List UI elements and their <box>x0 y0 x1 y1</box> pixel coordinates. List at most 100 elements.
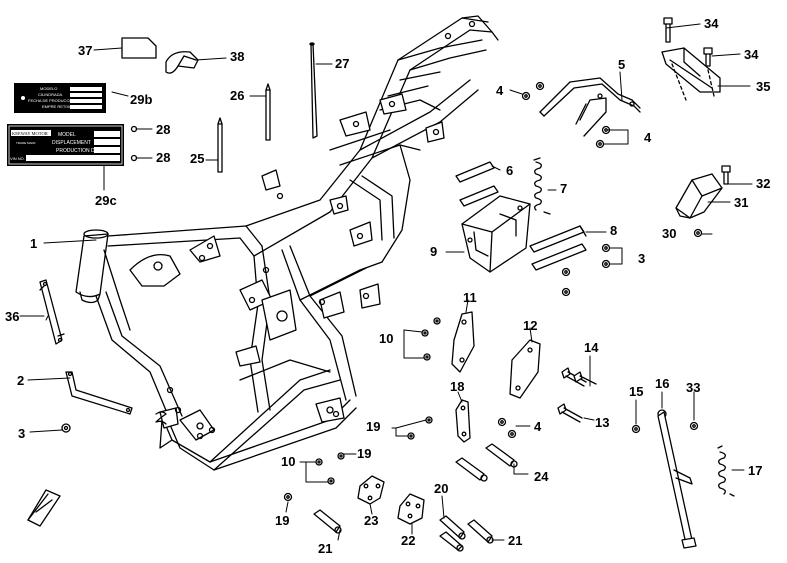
part-26-pin <box>265 83 271 141</box>
triangle-bracket <box>27 489 61 527</box>
plate-29b-line-2: FECHA DE PRODUCCION <box>28 98 77 103</box>
part-13-bolt <box>557 403 583 423</box>
plate-29c-line-0: MODEL <box>58 132 76 138</box>
part-6-pads <box>455 161 499 207</box>
label-16: 16 <box>655 376 670 391</box>
part-32-screw <box>721 165 731 185</box>
part-30-nut <box>693 228 703 238</box>
part-21-bolt-left <box>313 509 342 534</box>
label-24: 24 <box>534 469 549 484</box>
part-4-nuts-top <box>521 81 545 101</box>
label-4-mid: 4 <box>644 130 652 145</box>
part-17-spring <box>717 445 735 497</box>
part-5-rack <box>539 77 641 137</box>
plate-29c-line-1: DISPLACEMENT <box>52 140 91 146</box>
part-21-bolt-right <box>467 519 494 544</box>
label-22: 22 <box>401 533 416 548</box>
label-3-left: 3 <box>18 426 26 441</box>
part-10-washers-upper <box>421 317 441 361</box>
label-28-b: 28 <box>156 150 171 165</box>
label-6: 6 <box>506 163 514 178</box>
plate-29c-brand: KEEWAY MOTOR <box>12 131 48 136</box>
label-37: 37 <box>78 43 93 58</box>
label-4-top: 4 <box>496 83 504 98</box>
label-7: 7 <box>560 181 568 196</box>
label-35: 35 <box>756 79 771 94</box>
label-33: 33 <box>686 380 701 395</box>
part-33-nut <box>689 421 699 431</box>
part-9-battery-box <box>461 195 531 273</box>
part-35-plate <box>661 47 721 93</box>
label-30: 30 <box>662 226 677 241</box>
label-36: 36 <box>5 309 20 324</box>
label-31: 31 <box>734 195 749 210</box>
part-37-tag <box>121 37 157 59</box>
label-14: 14 <box>584 340 599 355</box>
part-16-kickstand <box>657 409 697 549</box>
part-2-bracket <box>65 371 133 415</box>
label-34-top: 34 <box>704 16 719 31</box>
part-15-nut <box>631 424 641 434</box>
part-20-bolts <box>439 515 466 552</box>
part-7-spring <box>533 157 551 215</box>
plate-29c-small-0: TRADE MARK <box>16 141 36 145</box>
plate-29b-line-1: CILINDRADA <box>38 92 63 97</box>
label-21-left: 21 <box>318 541 333 556</box>
part-19-washers <box>407 416 433 440</box>
label-19-a: 19 <box>366 419 381 434</box>
label-32: 32 <box>756 176 771 191</box>
part-19-washer-mid <box>337 452 345 460</box>
label-10-lower: 10 <box>281 454 296 469</box>
label-28-a: 28 <box>156 122 171 137</box>
label-11: 11 <box>463 290 477 305</box>
label-25: 25 <box>190 151 205 166</box>
part-12-plate <box>509 339 541 399</box>
part-28-rivets <box>130 125 138 162</box>
part-18-plate <box>455 399 471 443</box>
part-36-bracket <box>39 279 65 345</box>
part-3-nut-left <box>61 423 71 433</box>
label-17: 17 <box>748 463 763 478</box>
label-19-c: 19 <box>275 513 290 528</box>
part-38-cap <box>165 51 199 74</box>
part-25-pin <box>217 117 223 173</box>
label-18: 18 <box>450 379 465 394</box>
part-23-plate <box>357 475 385 505</box>
label-34-low: 34 <box>744 47 759 62</box>
part-24-bolts <box>455 443 518 482</box>
part-34-bolts <box>663 17 713 67</box>
label-3-right: 3 <box>638 251 646 266</box>
label-26: 26 <box>230 88 245 103</box>
part-31-holder <box>675 173 723 219</box>
label-29b: 29b <box>130 92 153 107</box>
plate-29c-line-2: PRODUCTION D.T. <box>56 148 100 154</box>
part-14-bolts <box>561 367 597 387</box>
label-13: 13 <box>595 415 610 430</box>
part-10-washers-lower <box>315 458 335 485</box>
plate-29c-small-1: VIN NO. <box>10 156 25 161</box>
label-27: 27 <box>335 56 350 71</box>
label-19-b: 19 <box>357 446 372 461</box>
label-2: 2 <box>17 373 25 388</box>
label-23: 23 <box>364 513 379 528</box>
label-21-right: 21 <box>508 533 523 548</box>
label-12: 12 <box>523 318 538 333</box>
label-4-low: 4 <box>534 419 542 434</box>
part-11-plate <box>451 311 475 373</box>
label-38: 38 <box>230 49 245 64</box>
part-19-washer-low <box>283 492 293 502</box>
main-frame <box>75 15 499 471</box>
part-22-plate <box>397 493 425 525</box>
label-8: 8 <box>610 223 618 238</box>
label-9: 9 <box>430 244 438 259</box>
label-5: 5 <box>618 57 626 72</box>
label-1: 1 <box>30 236 38 251</box>
plate-29c: KEEWAY MOTOR MODEL DISPLACEMENT PRODUCTI… <box>7 124 124 166</box>
label-20: 20 <box>434 481 449 496</box>
part-8-pads <box>529 225 587 271</box>
leader-lines <box>19 23 753 541</box>
plate-29b-line-3: EMPRE RETIXCA <box>42 104 75 109</box>
plate-29b-line-0: MODELO <box>40 86 57 91</box>
plate-29b: MODELO CILINDRADA FECHA DE PRODUCCION EM… <box>14 83 106 113</box>
